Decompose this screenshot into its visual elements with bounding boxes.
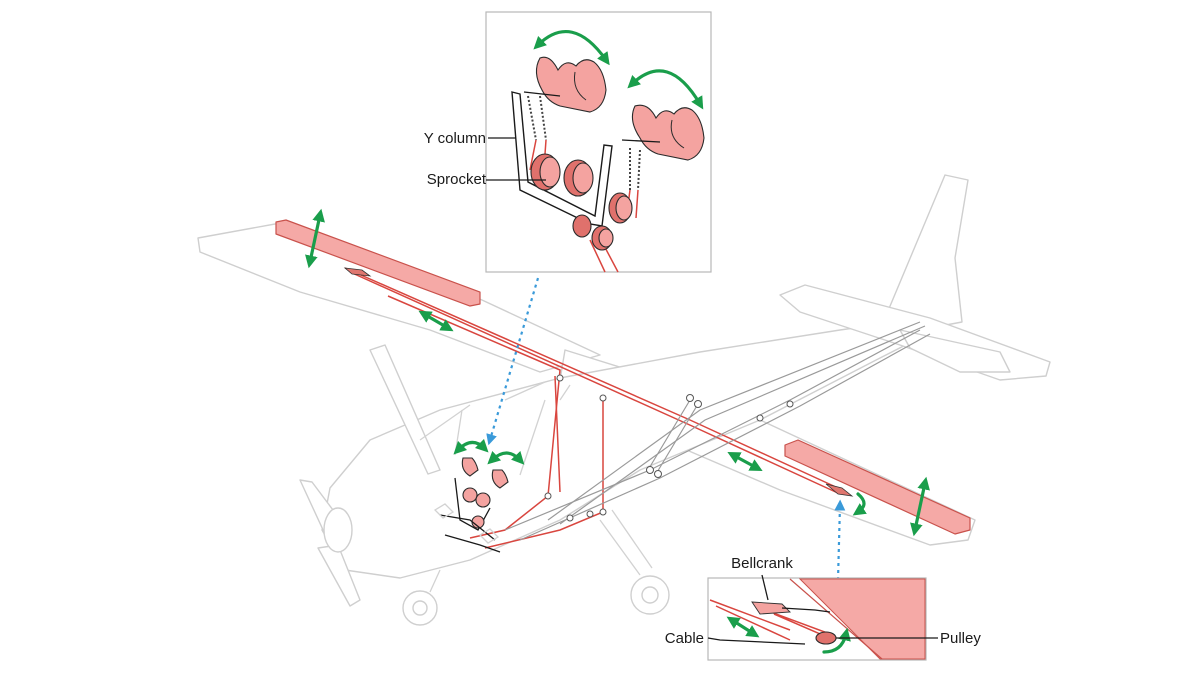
y-column <box>511 91 613 227</box>
cable-label: Cable <box>665 630 704 647</box>
pulley-label: Pulley <box>940 630 981 647</box>
airframe-pulleys <box>544 374 794 522</box>
right-wheel-rotation-arrow <box>627 69 704 110</box>
callout-to-bellcrank <box>834 499 846 581</box>
cockpit-control-wheels <box>433 438 525 553</box>
elevator-rudder-cables <box>504 321 931 541</box>
left-wheel-rotation-arrow <box>533 29 610 66</box>
inset-aileron-surface <box>798 578 926 660</box>
left-aileron-up-down-arrow <box>305 208 325 269</box>
left-control-wheel <box>535 56 607 113</box>
right-bellcrank <box>825 483 867 516</box>
sprocket-label: Sprocket <box>427 171 487 188</box>
wing-strut <box>369 344 441 475</box>
right-cable-arrow <box>727 451 763 472</box>
vertical-stabilizer <box>879 174 969 331</box>
motion-arrows <box>305 208 930 537</box>
control-column-inset: Y column Sprocket <box>424 11 712 273</box>
right-aileron-up-down-arrow <box>910 476 930 537</box>
left-cable-arrow <box>418 310 454 332</box>
inset-pulley <box>815 631 837 645</box>
callout-to-cockpit <box>486 277 540 446</box>
y-column-label: Y column <box>424 130 486 147</box>
airframe-outline <box>197 174 1051 626</box>
bellcrank-inset <box>707 574 938 661</box>
left-aileron <box>275 219 481 307</box>
sprockets <box>530 153 633 251</box>
bellcrank-label: Bellcrank <box>731 555 793 572</box>
fuselage <box>321 317 936 579</box>
